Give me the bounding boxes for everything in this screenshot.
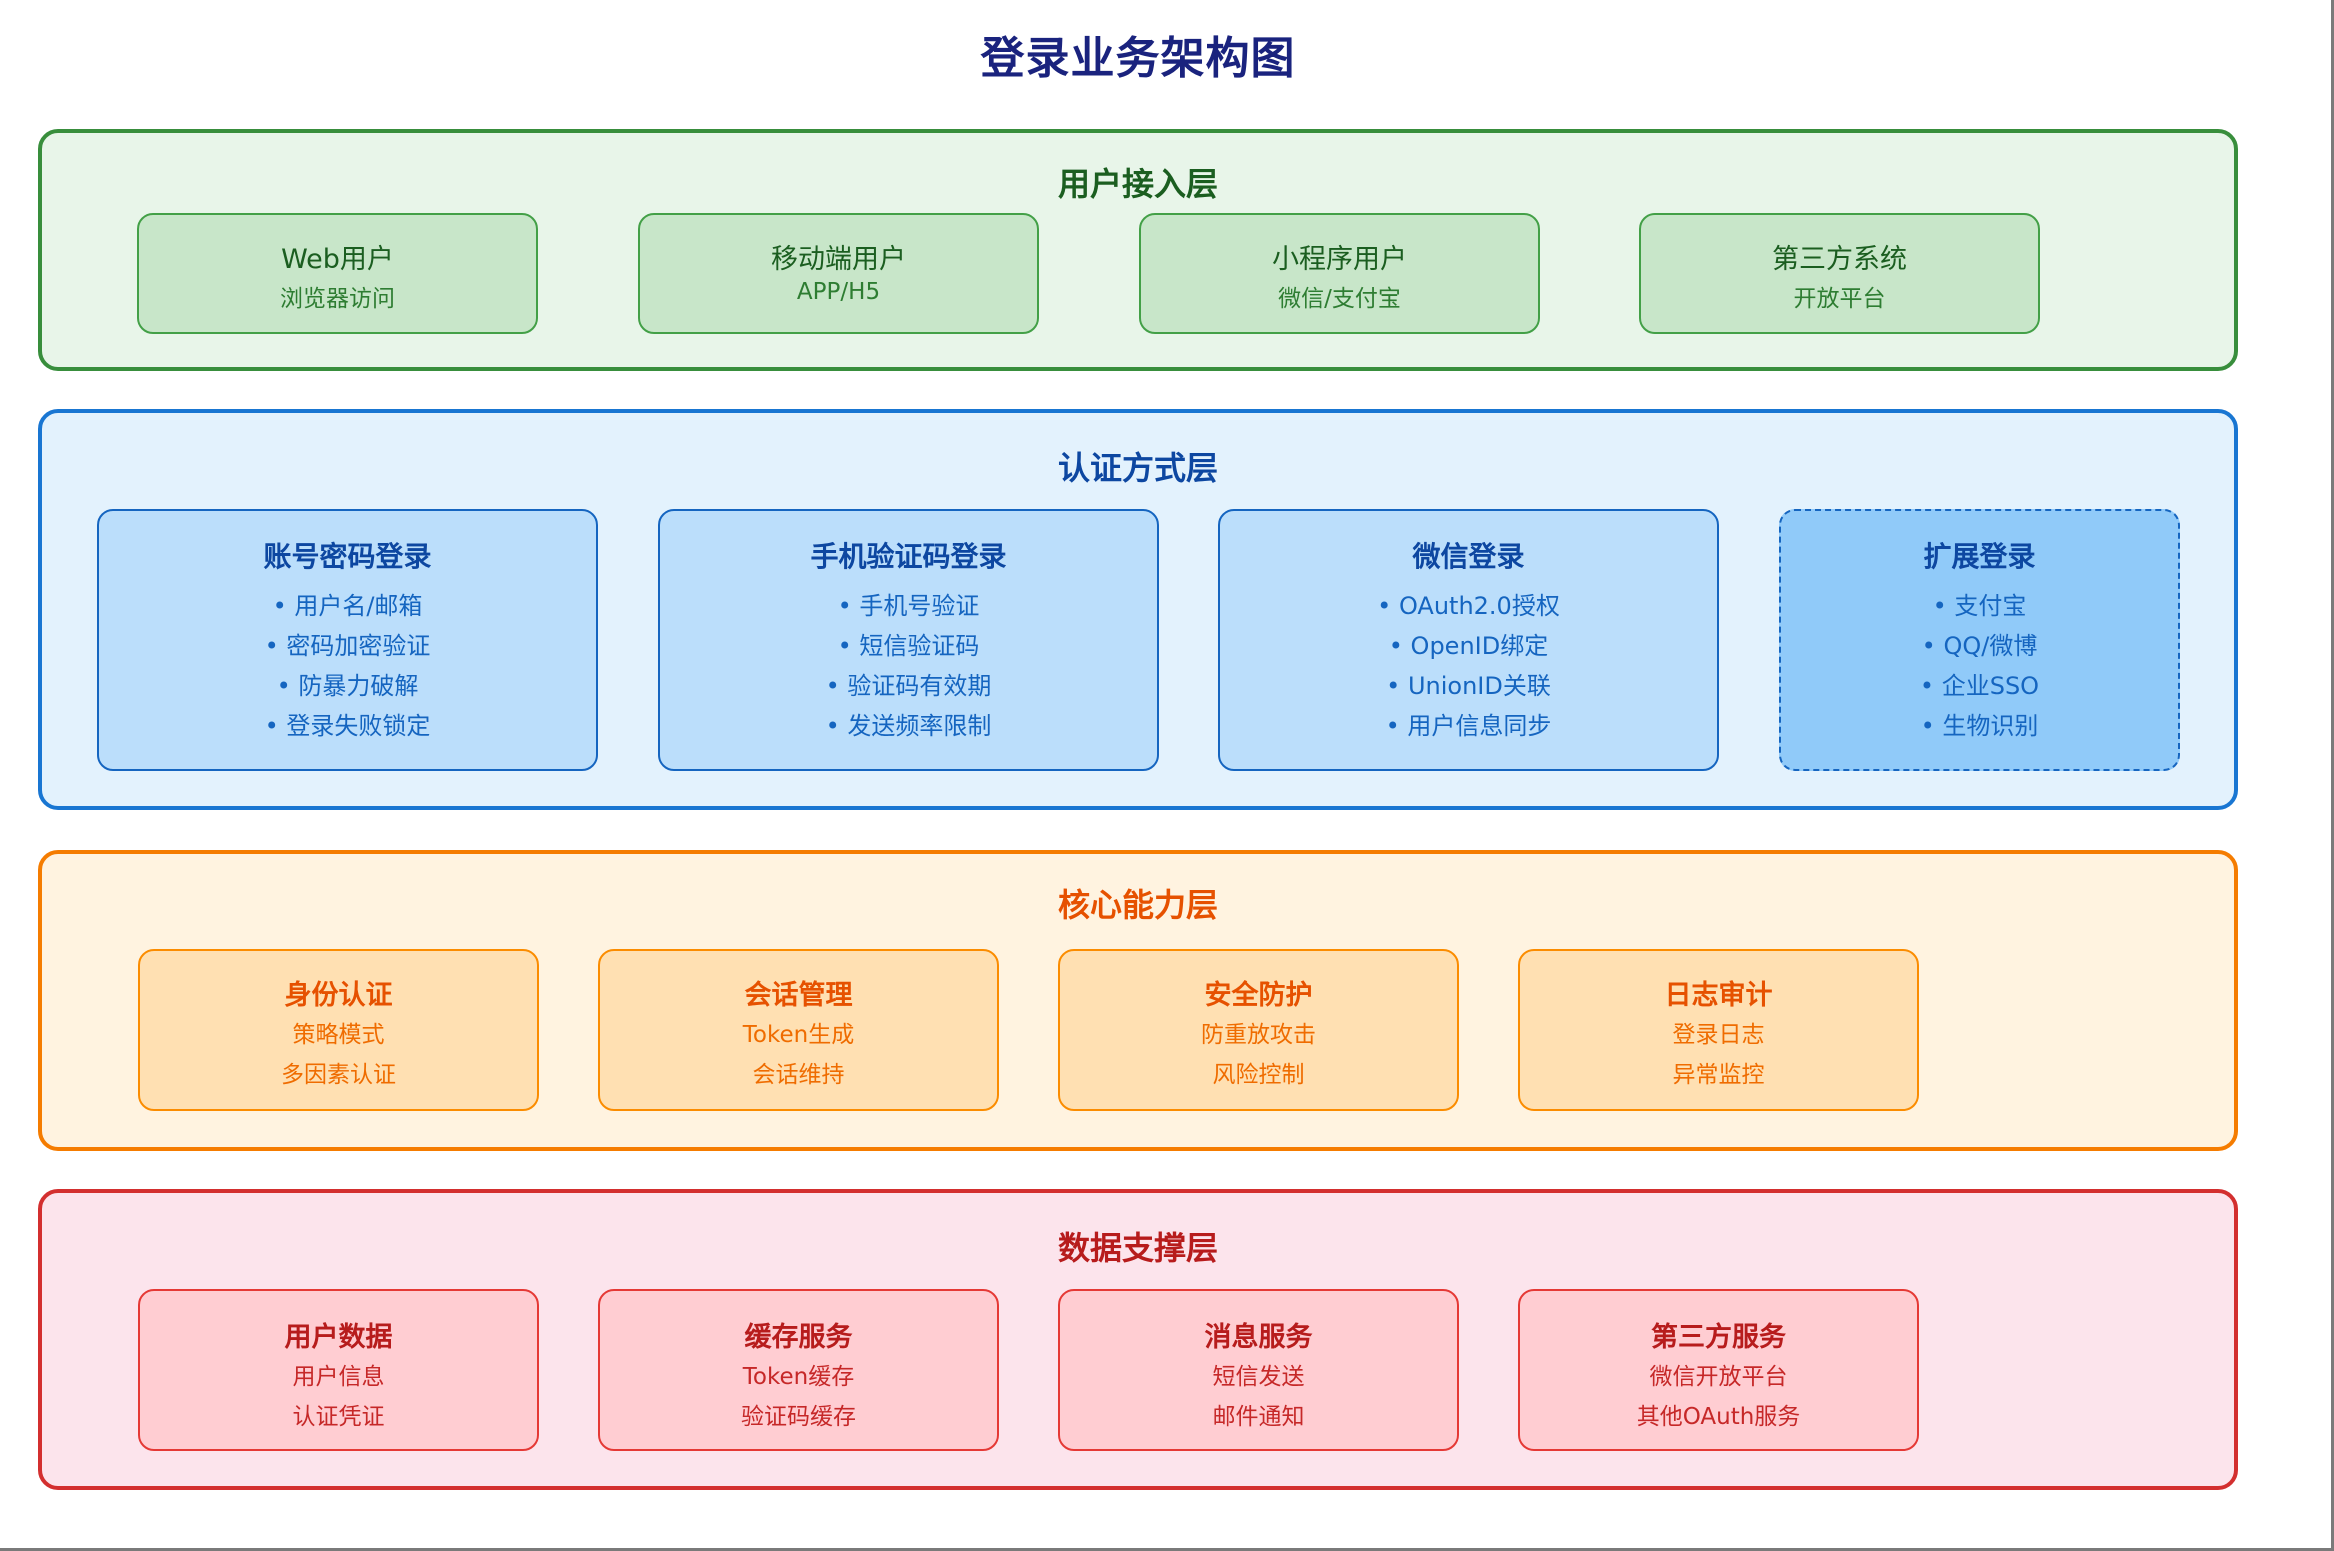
card-bullet: • QQ/微博 [1921,632,2038,660]
layer-title: 核心能力层 [1057,886,1218,924]
card-password-login[interactable]: 账号密码登录 • 用户名/邮箱 • 密码加密验证 • 防暴力破解 • 登录失败锁… [97,509,598,771]
layer-auth-methods: 认证方式层 账号密码登录 • 用户名/邮箱 • 密码加密验证 • 防暴力破解 •… [38,409,2238,810]
card-user-data[interactable]: 用户数据 用户信息 认证凭证 [138,1289,539,1451]
card-bullet: • 手机号验证 [837,592,980,620]
card-line: 验证码缓存 [741,1404,856,1430]
card-subtitle: 浏览器访问 [280,286,395,312]
card-title: Web用户 [281,244,394,275]
card-title: 扩展登录 [1923,540,2036,573]
card-title: 微信登录 [1412,540,1525,573]
layer-title: 用户接入层 [1057,165,1218,203]
card-title: 第三方系统 [1772,244,1907,275]
card-title: 手机验证码登录 [810,540,1007,573]
card-line: 微信开放平台 [1649,1364,1788,1390]
card-bullet: • 验证码有效期 [825,672,992,700]
card-third-party-service[interactable]: 第三方服务 微信开放平台 其他OAuth服务 [1518,1289,1919,1451]
card-bullet: • UnionID关联 [1386,672,1551,700]
card-cache-service[interactable]: 缓存服务 Token缓存 验证码缓存 [598,1289,999,1451]
card-sms-login[interactable]: 手机验证码登录 • 手机号验证 • 短信验证码 • 验证码有效期 • 发送频率限… [658,509,1159,771]
card-bullet: • 短信验证码 [837,632,980,660]
card-bullet: • 密码加密验证 [264,632,431,660]
card-line: 防重放攻击 [1201,1022,1316,1048]
card-identity-auth[interactable]: 身份认证 策略模式 多因素认证 [138,949,539,1111]
card-mobile-user[interactable]: 移动端用户 APP/H5 [638,213,1039,334]
card-bullet: • 用户信息同步 [1385,712,1552,740]
card-security-protection[interactable]: 安全防护 防重放攻击 风险控制 [1058,949,1459,1111]
card-title: 身份认证 [284,980,393,1011]
card-message-service[interactable]: 消息服务 短信发送 邮件通知 [1058,1289,1459,1451]
card-title: 日志审计 [1664,980,1773,1011]
card-bullet: • 支付宝 [1932,592,2027,620]
card-title: 安全防护 [1204,980,1313,1011]
card-bullet: • 生物识别 [1920,712,2039,740]
card-line: 登录日志 [1672,1022,1765,1048]
card-title: 用户数据 [284,1322,393,1353]
layer-data-support: 数据支撑层 用户数据 用户信息 认证凭证 缓存服务 Token缓存 验证码缓存 … [38,1189,2238,1490]
card-third-party-system[interactable]: 第三方系统 开放平台 [1639,213,2040,334]
card-title: 账号密码登录 [263,540,432,573]
card-line: Token缓存 [742,1364,855,1390]
card-bullet: • 登录失败锁定 [264,712,431,740]
card-title: 移动端用户 [771,244,906,275]
card-line: 邮件通知 [1212,1404,1305,1430]
layer-user-access: 用户接入层 Web用户 浏览器访问 移动端用户 APP/H5 小程序用户 微信/… [38,129,2238,371]
card-subtitle: 微信/支付宝 [1278,286,1401,312]
card-line: 会话维持 [752,1062,845,1088]
card-line: 多因素认证 [281,1062,396,1088]
card-line: 认证凭证 [292,1404,385,1430]
card-line: 异常监控 [1672,1062,1765,1088]
card-extended-login[interactable]: 扩展登录 • 支付宝 • QQ/微博 • 企业SSO • 生物识别 [1779,509,2180,771]
card-title: 会话管理 [744,980,853,1011]
card-bullet: • 用户名/邮箱 [272,592,423,620]
card-bullet: • 发送频率限制 [825,712,992,740]
card-line: 策略模式 [292,1022,385,1048]
card-session-management[interactable]: 会话管理 Token生成 会话维持 [598,949,999,1111]
card-web-user[interactable]: Web用户 浏览器访问 [137,213,538,334]
layer-title: 认证方式层 [1057,449,1218,487]
card-line: 用户信息 [292,1364,385,1390]
card-line: 其他OAuth服务 [1636,1404,1801,1430]
card-subtitle: APP/H5 [796,279,881,305]
card-line: Token生成 [742,1022,855,1048]
layer-core-capabilities: 核心能力层 身份认证 策略模式 多因素认证 会话管理 Token生成 会话维持 … [38,850,2238,1151]
card-title: 第三方服务 [1651,1322,1786,1353]
card-bullet: • OpenID绑定 [1388,632,1549,660]
card-bullet: • OAuth2.0授权 [1377,592,1560,620]
card-line: 风险控制 [1212,1062,1305,1088]
card-title: 消息服务 [1204,1322,1313,1353]
card-title: 缓存服务 [744,1322,853,1353]
card-wechat-login[interactable]: 微信登录 • OAuth2.0授权 • OpenID绑定 • UnionID关联… [1218,509,1719,771]
card-log-audit[interactable]: 日志审计 登录日志 异常监控 [1518,949,1919,1111]
layer-title: 数据支撑层 [1057,1229,1218,1267]
page-title: 登录业务架构图 [980,33,1296,84]
card-title: 小程序用户 [1272,244,1407,275]
card-line: 短信发送 [1212,1364,1305,1390]
card-bullet: • 防暴力破解 [276,672,419,700]
card-subtitle: 开放平台 [1793,286,1886,312]
card-miniprogram-user[interactable]: 小程序用户 微信/支付宝 [1139,213,1540,334]
card-bullet: • 企业SSO [1919,672,2040,700]
